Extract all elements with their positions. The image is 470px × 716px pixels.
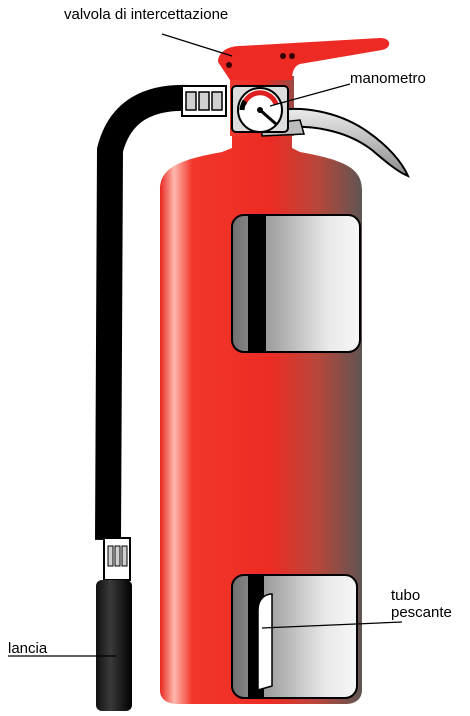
valve-rivet <box>289 53 295 59</box>
pressure-gauge <box>232 86 288 132</box>
nozzle-coupling <box>104 538 130 580</box>
dip-tube <box>258 594 272 690</box>
valve-rivet <box>280 53 286 59</box>
valve-rivet <box>226 62 232 68</box>
label-window-upper <box>232 215 360 352</box>
label-valve: valvola di intercettazione <box>64 6 228 23</box>
label-dip-tube: tubo pescante <box>391 587 469 621</box>
leader-line-valve <box>162 34 232 56</box>
nozzle <box>96 580 132 711</box>
label-nozzle: lancia <box>8 640 47 657</box>
label-dip-tube-line1: tubo <box>391 587 469 604</box>
label-window-lower <box>232 575 357 698</box>
label-gauge: manometro <box>350 70 426 87</box>
label-dip-tube-line2: pescante <box>391 604 469 621</box>
hose-coupling-top <box>182 86 226 116</box>
